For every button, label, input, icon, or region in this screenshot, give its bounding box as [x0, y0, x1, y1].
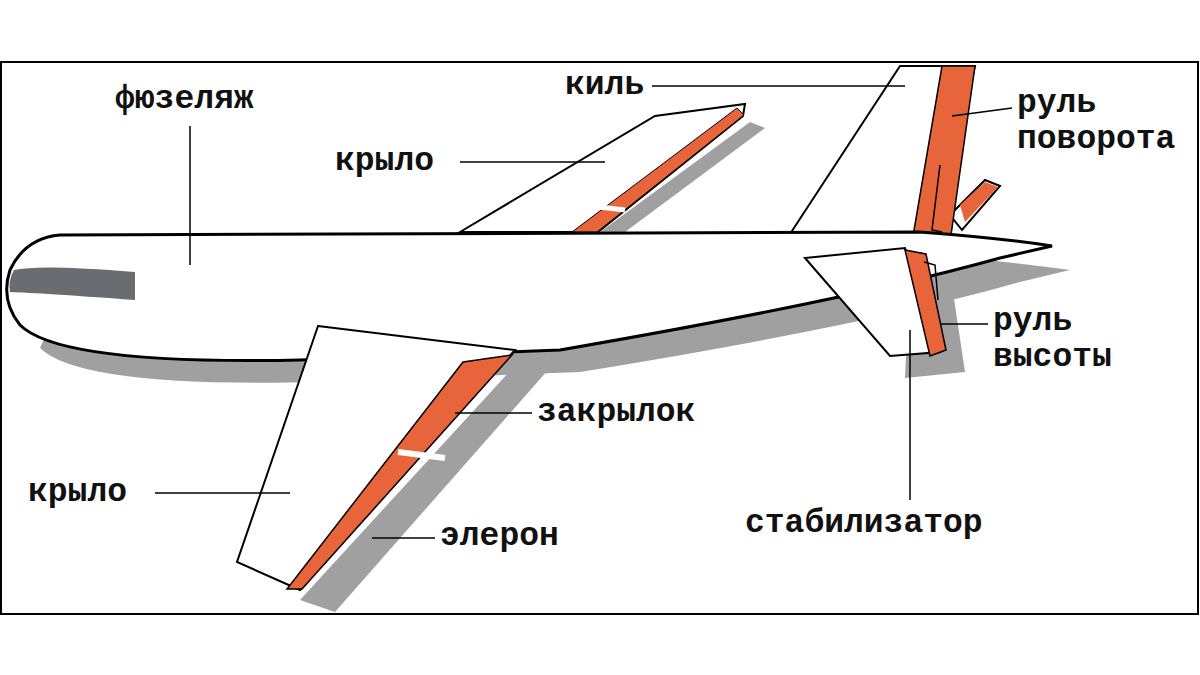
flap-aileron-gap	[398, 452, 445, 458]
far-wing-gap	[590, 206, 625, 210]
far-wing-flap	[572, 108, 744, 232]
part-label: руль высоты	[993, 304, 1143, 377]
part-label: элерон	[440, 519, 559, 555]
part-label: руль поворота	[1017, 86, 1195, 159]
part-label: закрылок	[537, 395, 695, 431]
part-label: крыло	[28, 475, 127, 511]
fin	[790, 66, 975, 242]
part-label: фюзеляж	[115, 82, 254, 118]
part-label: стабилизатор	[745, 506, 983, 542]
frame	[1, 62, 1198, 614]
leader-lines	[155, 86, 1012, 538]
far-wing	[460, 104, 745, 232]
part-label: киль	[565, 68, 644, 104]
cockpit-window	[10, 267, 136, 300]
fuselage	[7, 232, 1052, 361]
rudder	[912, 66, 975, 242]
elevator	[905, 250, 946, 356]
far-elevator	[960, 182, 998, 222]
part-label: крыло	[335, 144, 434, 180]
elevator-tab	[924, 262, 938, 300]
rudder-tab	[932, 165, 942, 232]
